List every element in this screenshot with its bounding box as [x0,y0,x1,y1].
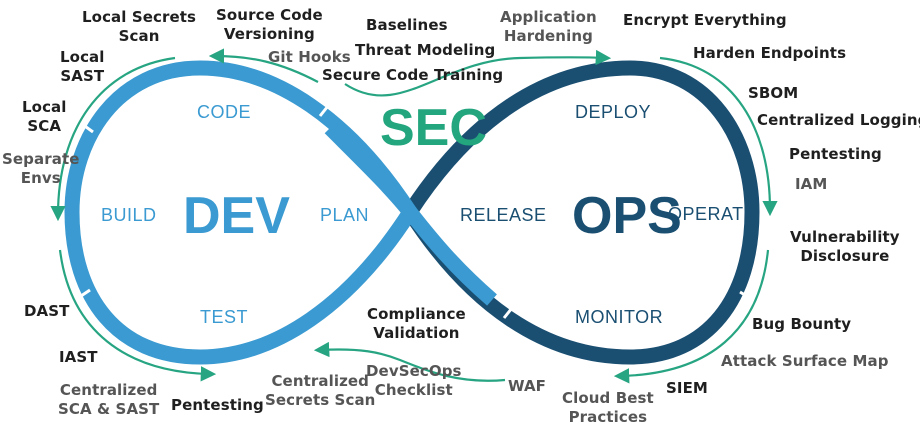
practice-local-sast: Local SAST [60,48,105,85]
ops-loop-band [403,60,760,365]
practice-pentesting-dev: Pentesting [171,396,264,414]
practice-sbom: SBOM [748,84,799,102]
stage-plan: PLAN [320,205,370,225]
practice-bug-bounty: Bug Bounty [752,315,852,333]
dev-loop-band [64,60,417,365]
dev-title: DEV [183,187,290,245]
arrow-top-left [208,48,319,83]
practice-pentesting-ops: Pentesting [789,145,882,163]
stage-code: CODE [197,102,252,122]
practice-iast: IAST [59,348,98,366]
practice-centralized-logging: Centralized Logging [757,111,920,129]
practice-application-hardening: Application Hardening [500,8,597,45]
practice-git-hooks: Git Hooks [268,48,351,66]
practice-dast: DAST [24,302,70,320]
arrow-ops-to-dev [313,341,506,382]
arrow-bottom-right [613,249,770,384]
practice-waf: WAF [508,377,547,395]
practice-local-secrets-scan: Local Secrets Scan [82,8,197,45]
practice-attack-surface-map: Attack Surface Map [721,352,889,370]
practice-compliance-validation: Compliance Validation [367,305,466,342]
practice-harden-endpoints: Harden Endpoints [693,44,847,62]
practice-vulnerability-disclosure: Vulnerability Disclosure [790,228,900,265]
dev-crossing-strand [324,122,497,306]
arrow-right-down [659,56,778,217]
outer-flow-arrows [50,48,778,384]
stage-deploy: DEPLOY [575,102,652,122]
practice-iam: IAM [795,175,828,193]
stage-monitor: MONITOR [575,307,664,327]
stage-release: RELEASE [460,205,547,225]
practice-siem: SIEM [666,379,708,397]
practice-threat-modeling: Threat Modeling [355,41,496,59]
practice-encrypt-everything: Encrypt Everything [623,11,787,29]
practice-secure-code-training: Secure Code Training [322,66,504,84]
arrow-left-down [50,56,176,222]
practice-centralized-secrets-scan: Centralized Secrets Scan [265,372,376,409]
stage-test: TEST [200,307,249,327]
stage-separators [77,105,758,319]
practice-devsecops-checklist: DevSecOps Checklist [366,362,462,399]
ops-title: OPS [572,187,682,245]
practice-cloud-best-practices: Cloud Best Practices [562,389,654,426]
practice-source-code-versioning: Source Code Versioning [216,6,323,43]
sec-title: SEC [380,99,487,157]
stage-build: BUILD [101,205,157,225]
practice-separate-envs: Separate Envs [2,150,80,187]
arrow-bottom-left [58,249,217,382]
stage-operate: OPERATE [668,204,757,224]
arrow-dev-to-ops [344,49,612,97]
practice-local-sca: Local SCA [22,98,67,135]
practice-centralized-sca-sast: Centralized SCA & SAST [58,381,160,418]
practice-baselines: Baselines [366,16,448,34]
